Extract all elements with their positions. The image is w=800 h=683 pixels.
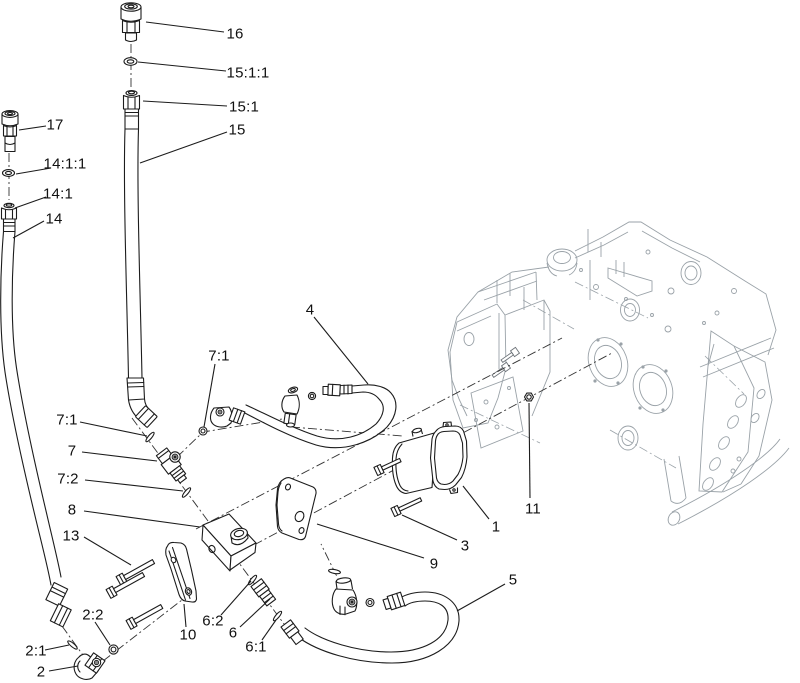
bolts-13 [105,559,164,630]
leader-line-17 [18,125,47,131]
leader-line-14:1:1 [15,167,52,175]
tee-fitting-7 [155,447,187,484]
hose-4 [209,383,397,449]
leader-line-10 [183,603,187,628]
o-ring-hose-5 [365,597,375,608]
leader-line-2:2 [94,621,111,646]
leader-line-7:1 [203,363,216,428]
leader-line-15:1:1 [137,61,227,72]
leader-line-6:1 [261,619,277,641]
o-ring-7-1 [198,426,208,436]
o-ring-14-1-1 [1,169,16,177]
fitting-17 [1,110,19,153]
hose-5 [280,591,460,664]
leader-line-15 [139,131,228,164]
leader-line-8 [83,510,201,528]
frame-mount-bolts [491,346,521,379]
leader-lines [12,21,531,672]
washer-6-1 [272,610,283,622]
hose-15 [123,128,158,428]
flange-ring-left [587,337,629,387]
fitting-14-1 [0,202,18,233]
leader-line-6:2 [220,580,252,616]
fitting-15-1 [122,90,141,130]
elbow-fitting-hose-4 [281,386,300,428]
leader-line-6 [239,598,271,628]
attachment-plate [698,330,755,493]
fitting-6 [250,578,277,607]
fitting-16 [120,2,142,43]
leader-line-7:2 [84,479,184,492]
washer-7-2 [181,487,192,498]
leader-line-7:1 [79,421,148,437]
leader-line-13 [83,536,132,566]
washer-2-1 [67,640,78,650]
flange-ring-right [632,364,674,414]
leader-line-11 [528,402,531,499]
o-ring-2-2 [108,644,119,655]
o-ring-hose-4 [307,391,317,401]
machine-frame-outline [447,221,790,526]
leader-line-4 [313,316,369,385]
leader-line-14 [12,220,45,239]
leader-line-14:1 [14,196,47,209]
bracket-9 [275,477,317,541]
leader-line-3 [401,514,458,541]
bolts-3 [373,457,423,518]
leader-line-5 [456,583,506,612]
leader-line-16 [145,21,225,33]
bracket-10 [165,541,198,603]
motor-1 [391,421,468,495]
leader-line-7 [81,451,158,462]
handle-tube [671,438,790,525]
leader-line-9 [316,523,425,559]
washer-7-1 [145,431,155,443]
leader-line-1 [462,485,490,520]
manifold-block-8 [201,513,257,572]
washer-hose-5 [328,568,341,575]
assembly-axes [8,44,613,662]
hose-14 [0,230,72,628]
leader-line-15:1 [142,100,228,107]
leader-line-2 [48,665,79,672]
elbow-fitting-hose-5 [328,568,358,616]
leader-line-2:1 [44,644,70,651]
nut-11 [523,392,535,402]
elbow-fitting-2 [73,652,106,680]
o-ring-15-1-1 [123,57,138,66]
